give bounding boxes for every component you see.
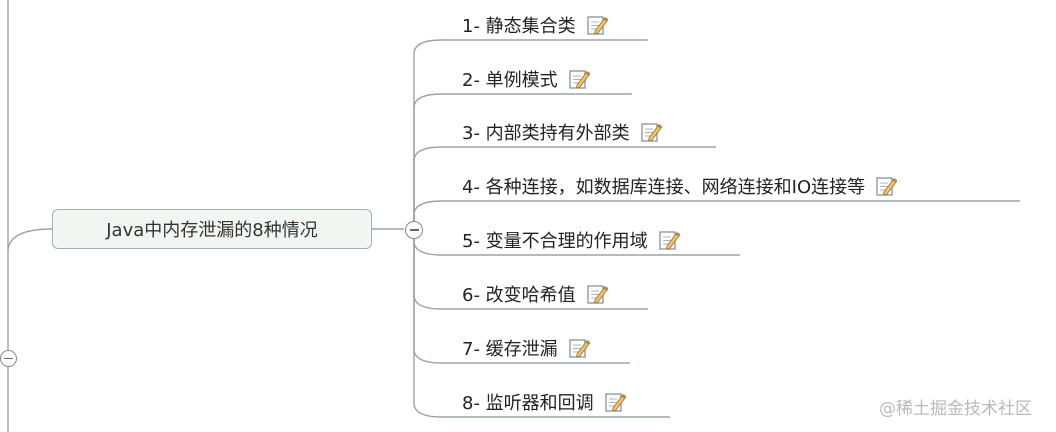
- note-icon[interactable]: [604, 391, 627, 413]
- branch-topic[interactable]: 3- 内部类持有外部类: [462, 117, 663, 147]
- note-icon[interactable]: [568, 68, 591, 90]
- branch-topic[interactable]: 6- 改变哈希值: [462, 279, 609, 309]
- branch-topic-label: 4- 各种连接，如数据库连接、网络连接和IO连接等: [462, 177, 866, 198]
- branch-topic[interactable]: 1- 静态集合类: [462, 10, 609, 40]
- watermark: @稀土掘金技术社区: [879, 399, 1032, 419]
- branch-topic-label: 5- 变量不合理的作用域: [462, 231, 648, 252]
- note-icon[interactable]: [658, 229, 681, 251]
- branch-topic[interactable]: 7- 缓存泄漏: [462, 333, 591, 363]
- minus-icon: [4, 357, 13, 360]
- branch-topic-label: 7- 缓存泄漏: [462, 339, 558, 360]
- branch-connector-line: [413, 39, 648, 221]
- branch-topic-label: 6- 改变哈希值: [462, 285, 576, 306]
- branch-connector-line: [413, 93, 632, 221]
- branch-topic[interactable]: 4- 各种连接，如数据库连接、网络连接和IO连接等: [462, 171, 898, 201]
- branch-connector-line: [413, 200, 1020, 221]
- branch-topic[interactable]: 5- 变量不合理的作用域: [462, 225, 681, 255]
- note-icon[interactable]: [568, 337, 591, 359]
- collapse-parent-button[interactable]: [0, 350, 17, 367]
- branch-topic-label: 1- 静态集合类: [462, 16, 576, 37]
- branch-topic-label: 3- 内部类持有外部类: [462, 123, 630, 144]
- minus-icon: [409, 229, 419, 231]
- central-topic-label: Java中内存泄漏的8种情况: [106, 220, 318, 241]
- branch-connector-line: [413, 146, 716, 221]
- central-connector: [7, 228, 53, 251]
- branch-topic-label: 2- 单例模式: [462, 70, 558, 91]
- branch-topic[interactable]: 2- 单例模式: [462, 64, 591, 94]
- branch-connector-line: [413, 237, 670, 418]
- central-topic[interactable]: Java中内存泄漏的8种情况: [52, 209, 372, 249]
- collapse-branches-button[interactable]: [405, 221, 423, 239]
- branch-connectors: [413, 39, 1020, 418]
- note-icon[interactable]: [875, 175, 898, 197]
- note-icon[interactable]: [586, 14, 609, 36]
- note-icon[interactable]: [586, 283, 609, 305]
- branch-topic-label: 8- 监听器和回调: [462, 393, 594, 414]
- note-icon[interactable]: [640, 121, 663, 143]
- branch-topic[interactable]: 8- 监听器和回调: [462, 387, 627, 417]
